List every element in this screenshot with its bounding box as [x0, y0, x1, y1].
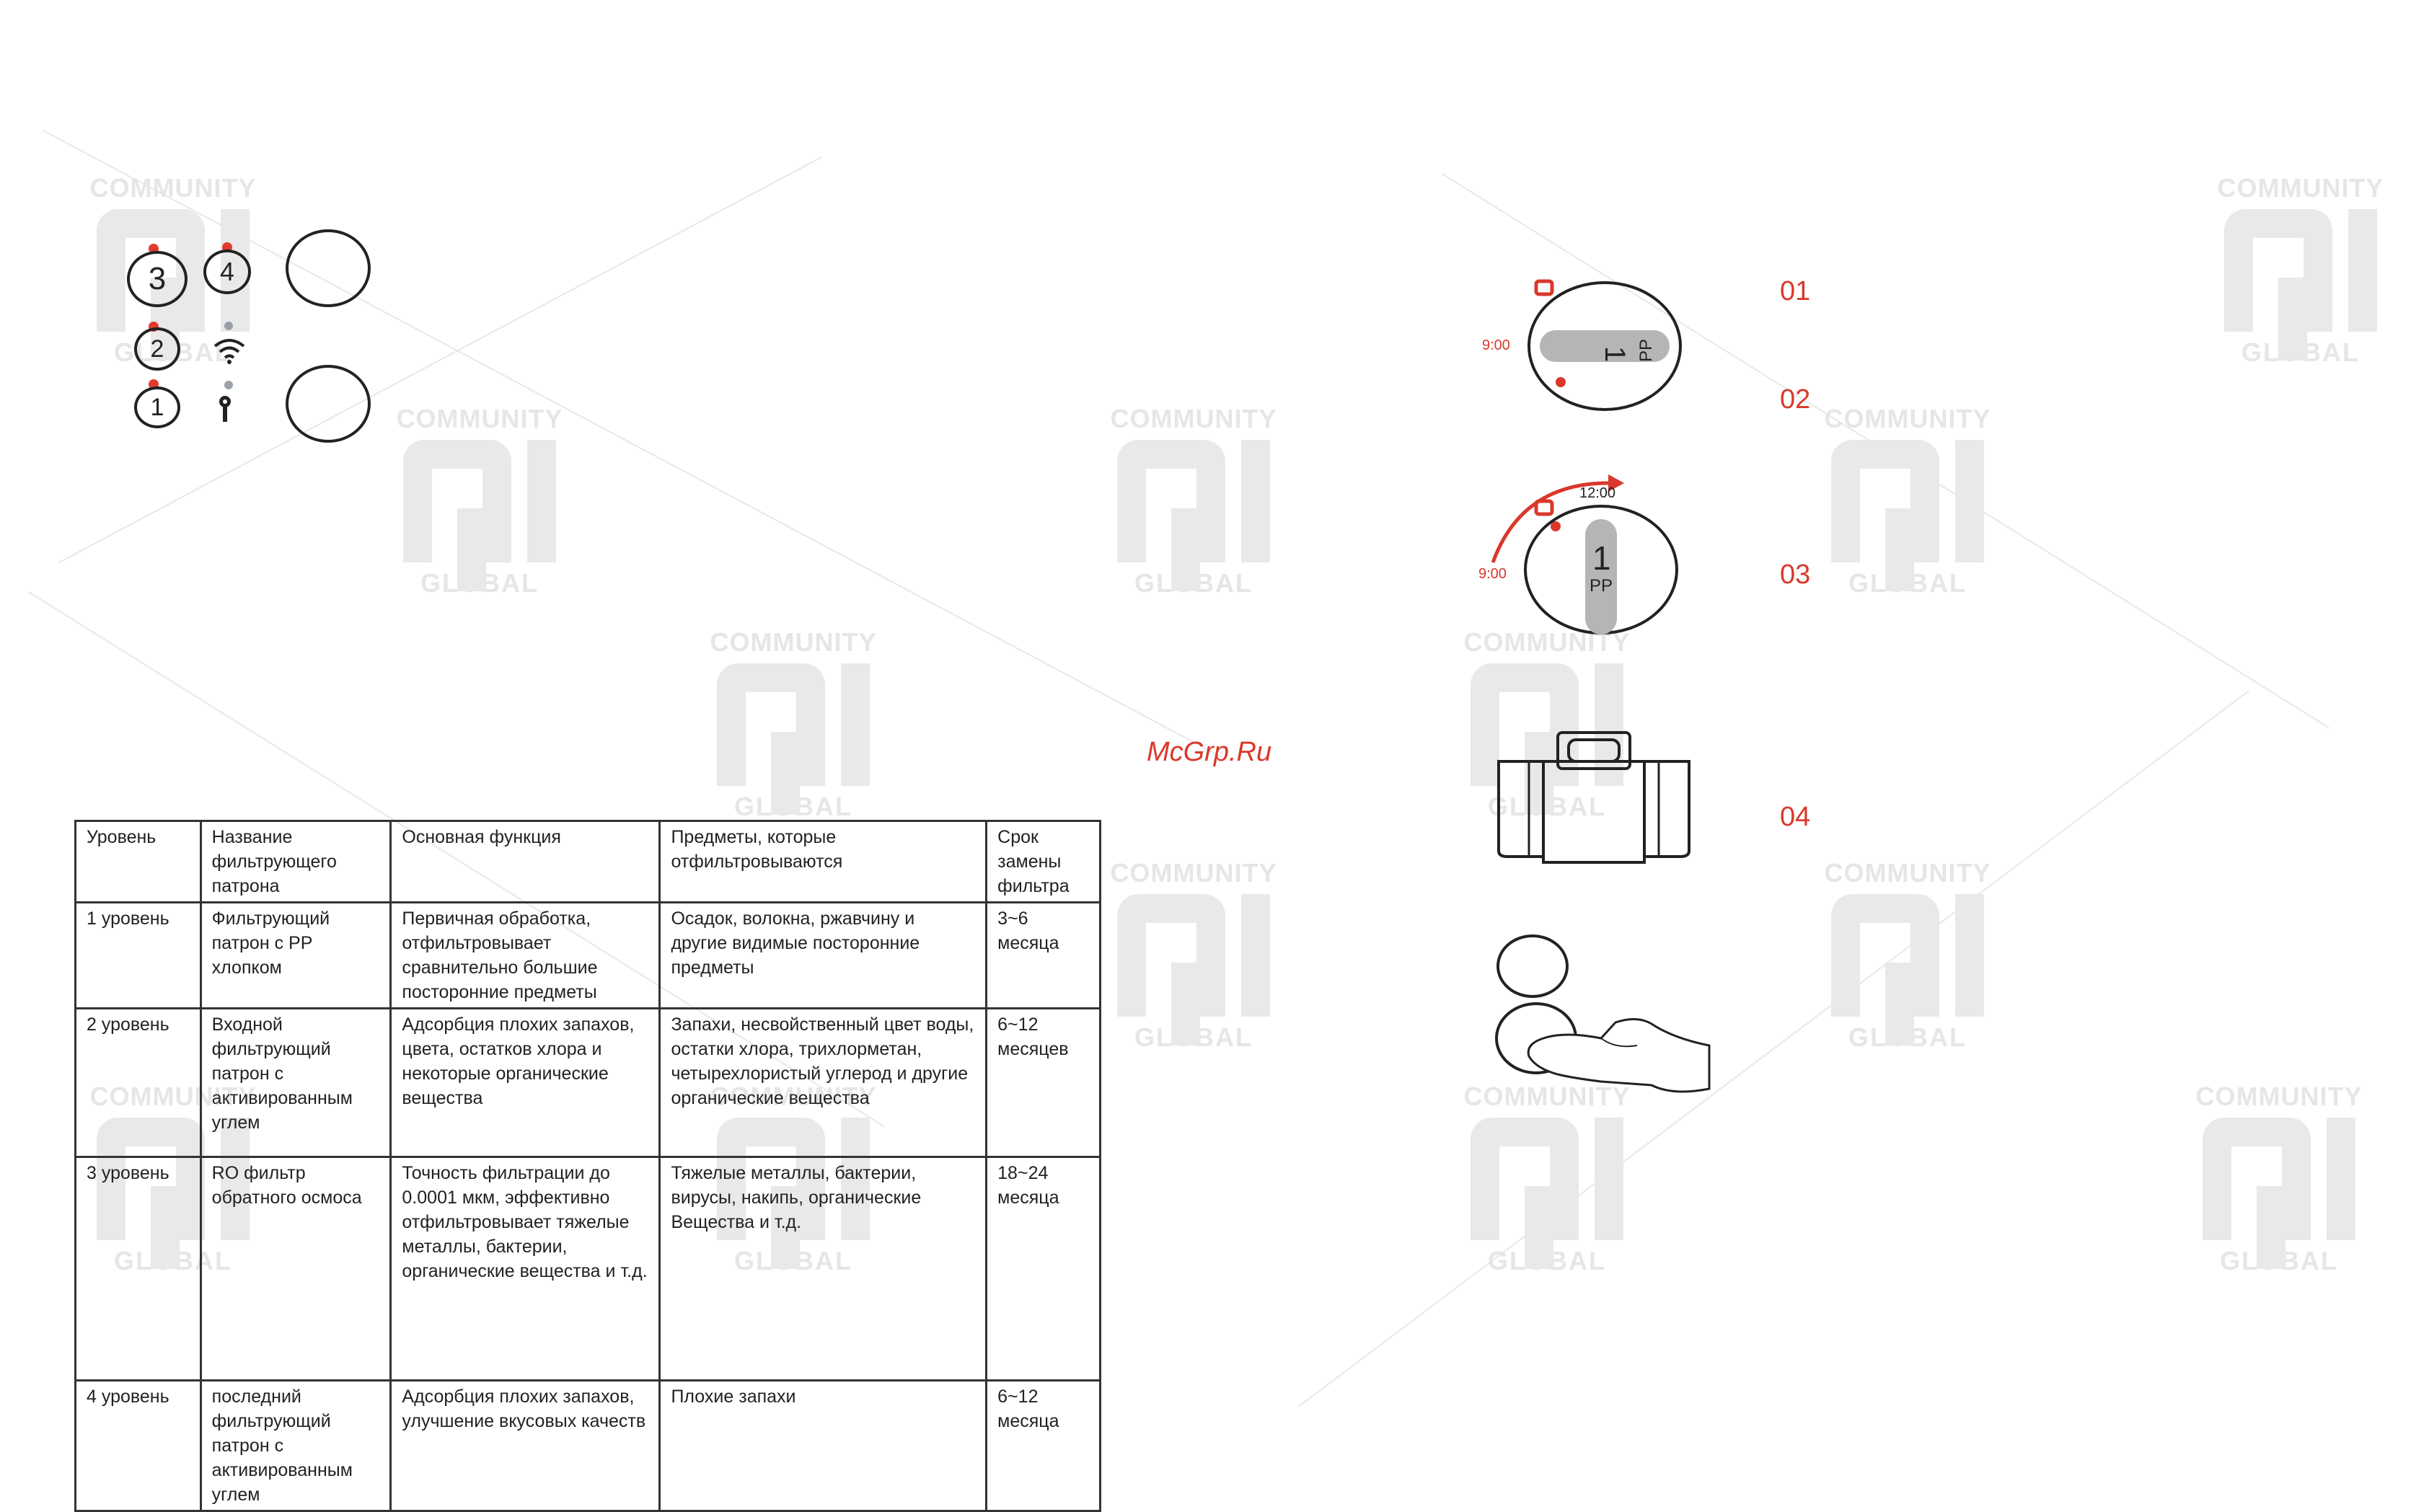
table-cell: 2 уровень: [74, 1007, 202, 1158]
table-cell: Осадок, волокна, ржавчину и другие видим…: [658, 901, 988, 1009]
table-header-row: Уровень Название фильтрующего патрона Ос…: [74, 820, 1101, 903]
step-label-02: 02: [1780, 384, 1811, 415]
step-04-filter-housing: [1497, 731, 1690, 864]
cartridge-number-label-2: 1: [1592, 539, 1611, 577]
indicator-4: 4: [203, 249, 251, 294]
mi-watermark: COMMUNITY GLOBAL: [1463, 1082, 1631, 1276]
header-level: Уровень: [74, 820, 202, 903]
table-cell: 1 уровень: [74, 901, 202, 1009]
step-03-rotate-diagram: 12:00 1 PP 9:00: [1478, 474, 1678, 635]
table-cell: Фильтрующий патрон с PP хлопком: [199, 901, 392, 1009]
cartridge-type-label: PP: [1636, 339, 1656, 362]
cartridge-type-label-2: PP: [1590, 576, 1613, 596]
header-function: Основная функция: [389, 820, 661, 903]
table-cell: 4 уровень: [74, 1379, 202, 1512]
mi-watermark: COMMUNITY GLOBAL: [1463, 627, 1631, 821]
bottom-button-circle: [286, 365, 371, 443]
wifi-icon: [213, 339, 245, 364]
cartridge-number-label: 1: [1599, 346, 1631, 362]
step-label-04: 04: [1780, 802, 1811, 832]
table-cell: Первичная обработка, отфильтровывает сра…: [389, 901, 661, 1009]
table-cell: последний фильтрующий патрон с активиров…: [199, 1379, 392, 1512]
mi-watermark: COMMUNITY GLOBAL: [1824, 858, 1991, 1052]
header-name: Название фильтрующего патрона: [199, 820, 392, 903]
mi-watermark: COMMUNITY GLOBAL: [1110, 858, 1277, 1052]
table-cell: 3~6 месяца: [985, 901, 1101, 1009]
table-row: 3 уровень RO фильтр обратного осмоса Точ…: [74, 1156, 1101, 1381]
table-cell: Адсорбция плохих запахов, улучшение вкус…: [389, 1379, 661, 1512]
step-01-02-cap-diagram: 1 PP 9:00: [1482, 279, 1682, 411]
time-label-9-2: 9:00: [1478, 566, 1507, 582]
mi-watermark: COMMUNITY GLOBAL: [1824, 404, 1991, 598]
mi-watermark: COMMUNITY GLOBAL: [1110, 404, 1277, 598]
table-cell: RO фильтр обратного осмоса: [199, 1156, 392, 1381]
indicator-1: 1: [134, 386, 180, 428]
indicator-2: 2: [134, 327, 180, 371]
table-cell: 6~12 месяца: [985, 1379, 1101, 1512]
table-cell: 3 уровень: [74, 1156, 202, 1381]
mi-watermark: COMMUNITY GLOBAL: [2217, 173, 2384, 367]
mi-watermark: COMMUNITY GLOBAL: [710, 627, 877, 821]
filter-table: Уровень Название фильтрующего патрона Ос…: [74, 820, 1101, 1512]
top-button-circle: [286, 229, 371, 307]
table-cell: Тяжелые металлы, бактерии, вирусы, накип…: [658, 1156, 988, 1381]
table-row: 2 уровень Входной фильтрующий патрон с а…: [74, 1007, 1101, 1158]
site-watermark: McGrp.Ru: [1147, 737, 1272, 767]
table-cell: Точность фильтрации до 0.0001 мкм, эффек…: [389, 1156, 661, 1381]
table-cell: Входной фильтрующий патрон с активирован…: [199, 1007, 392, 1158]
table-cell: Плохие запахи: [658, 1379, 988, 1512]
mi-watermark: COMMUNITY GLOBAL: [396, 404, 563, 598]
header-filtered: Предметы, которые отфильтровываются: [658, 820, 988, 903]
mi-watermark: COMMUNITY GLOBAL: [2195, 1082, 2363, 1276]
table-cell: 6~12 месяцев: [985, 1007, 1101, 1158]
indicator-panel: 3 4 2 1: [108, 216, 397, 447]
table-cell: 18~24 месяца: [985, 1156, 1101, 1381]
time-label-9: 9:00: [1482, 337, 1510, 353]
key-indicator-dot: [224, 381, 233, 389]
table-row: 1 уровень Фильтрующий патрон с PP хлопко…: [74, 901, 1101, 1009]
key-icon: [219, 396, 231, 422]
wifi-indicator-dot: [224, 322, 233, 330]
time-label-12: 12:00: [1579, 485, 1615, 501]
watermark-line: [1298, 690, 2249, 1407]
table-cell: Запахи, несвойственный цвет воды, остатк…: [658, 1007, 988, 1158]
step-press-button-hand: [1495, 934, 1711, 1093]
table-cell: Адсорбция плохих запахов, цвета, остатко…: [389, 1007, 661, 1158]
header-replacement: Срок замены фильтра: [985, 820, 1101, 903]
step-label-03: 03: [1780, 560, 1811, 590]
table-row: 4 уровень последний фильтрующий патрон с…: [74, 1379, 1101, 1512]
step-label-01: 01: [1780, 276, 1811, 306]
indicator-3: 3: [127, 251, 188, 307]
